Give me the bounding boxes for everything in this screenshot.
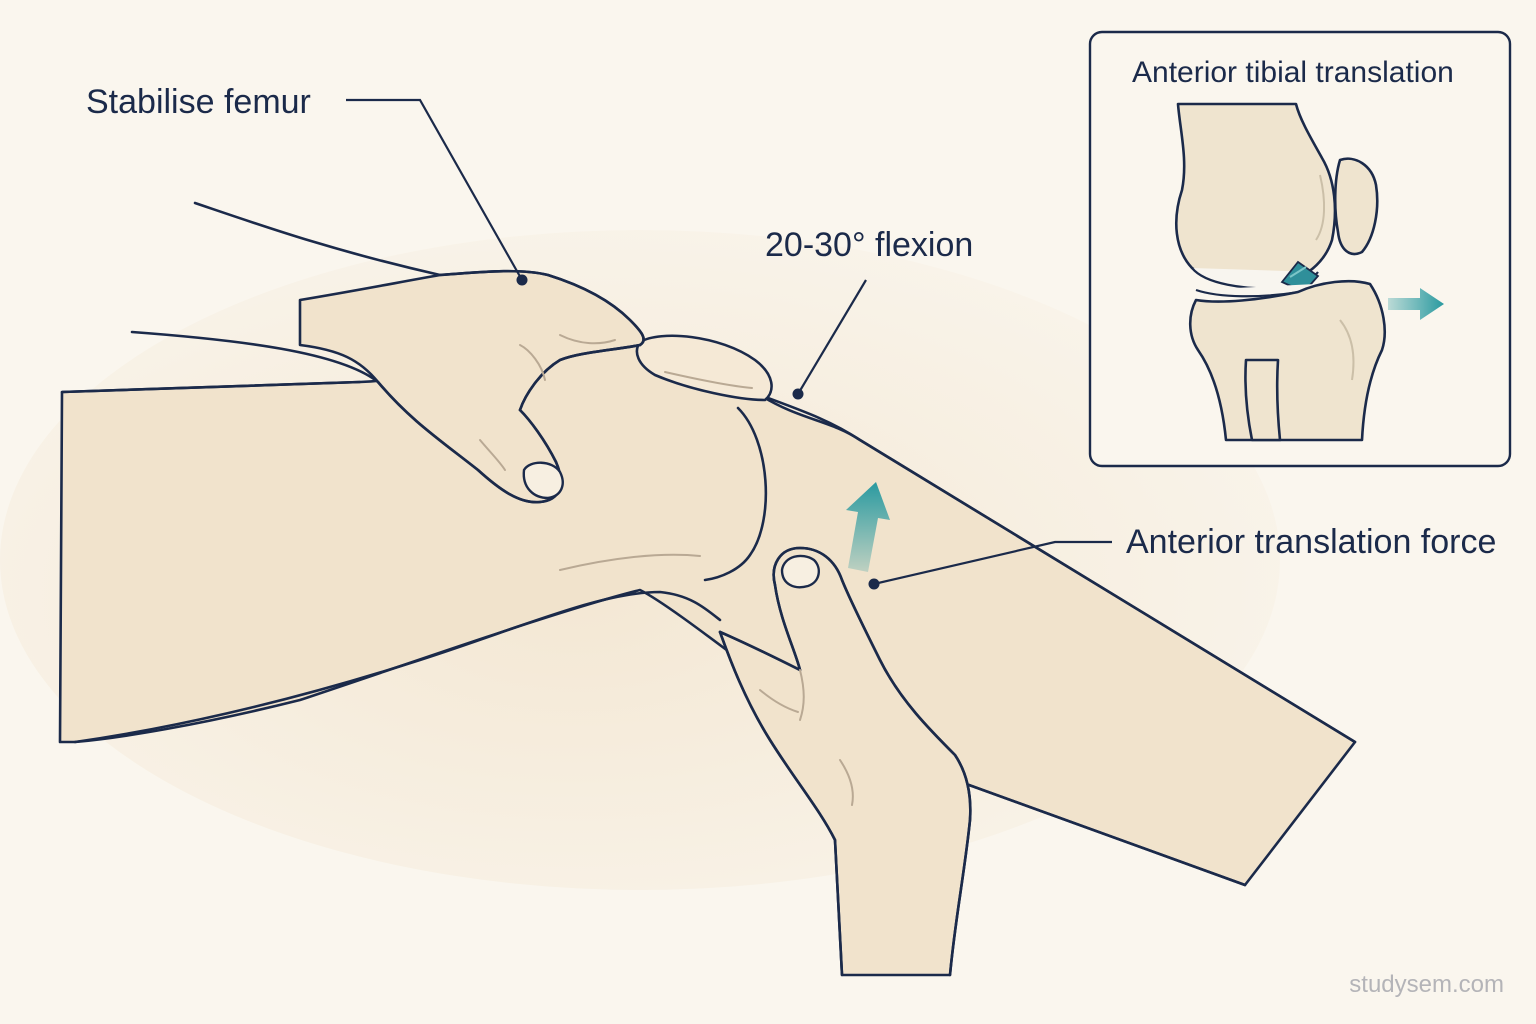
label-anterior-force: Anterior translation force — [868, 523, 1496, 590]
stabilise-femur-text: Stabilise femur — [86, 83, 311, 121]
flexion-text: 20-30° flexion — [765, 226, 973, 264]
label-stabilise-femur: Stabilise femur — [86, 83, 528, 286]
lower-hand — [718, 546, 972, 977]
up-arrow-icon — [846, 482, 890, 572]
upper-hand — [298, 269, 645, 504]
watermark-text: studysem.com — [1349, 971, 1504, 998]
right-arrow-icon — [1388, 288, 1444, 320]
inset-title: Anterior tibial translation — [1132, 56, 1454, 89]
knee-joint-diagram — [1175, 102, 1386, 442]
anterior-force-text: Anterior translation force — [1126, 523, 1496, 561]
label-flexion: 20-30° flexion — [765, 226, 973, 400]
inset-panel: Anterior tibial translation — [1088, 30, 1512, 468]
